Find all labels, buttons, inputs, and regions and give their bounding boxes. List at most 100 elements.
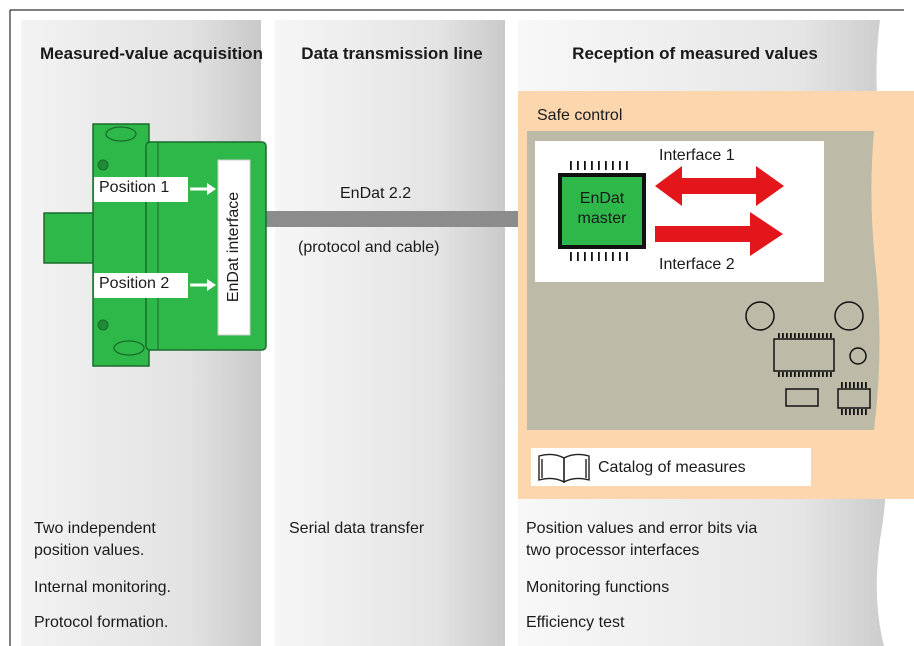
position-2-label: Position 2 — [99, 275, 170, 292]
pin — [857, 382, 859, 388]
heading-acquisition: Measured-value acquisition — [40, 44, 263, 63]
pin — [619, 161, 621, 170]
pin — [778, 372, 780, 377]
pin — [786, 372, 788, 377]
mounting-hole-top — [105, 126, 137, 142]
pin — [798, 333, 800, 338]
protocol-note: (protocol and cable) — [298, 239, 440, 256]
pin — [841, 382, 843, 388]
pin — [790, 333, 792, 338]
endat-interface-box — [217, 159, 251, 336]
pin — [853, 409, 855, 415]
encoder-shaft — [43, 212, 95, 264]
endat-master-chip — [558, 161, 646, 261]
pin — [865, 409, 867, 415]
pin — [845, 382, 847, 388]
pin — [810, 333, 812, 338]
board-ic-pins — [778, 333, 832, 377]
encoder-device — [43, 123, 267, 367]
chip-pins-bottom — [570, 252, 628, 261]
board-component-pins — [841, 382, 867, 415]
pin — [845, 409, 847, 415]
protocol-label: EnDat 2.2 — [340, 185, 412, 202]
pin — [861, 382, 863, 388]
interface-2-label: Interface 2 — [659, 256, 735, 273]
pin — [802, 372, 804, 377]
acquisition-desc-3: Protocol formation. — [34, 614, 169, 631]
pin — [810, 372, 812, 377]
pin — [591, 161, 593, 170]
interface-1-label: Interface 1 — [659, 147, 735, 164]
board-ic-chip — [773, 338, 835, 372]
position-1-label: Position 1 — [99, 179, 170, 196]
pin — [861, 409, 863, 415]
pin — [849, 382, 851, 388]
acquisition-desc-2: Internal monitoring. — [34, 579, 171, 596]
reception-desc-2: Monitoring functions — [526, 579, 670, 596]
pin — [822, 372, 824, 377]
catalog-label: Catalog of measures — [598, 459, 746, 476]
reception-desc-3: Efficiency test — [526, 614, 625, 631]
reception-desc-1: Position values and error bits via two p… — [526, 520, 758, 559]
book-icon — [538, 453, 590, 484]
pin — [626, 252, 628, 261]
pin — [605, 252, 607, 261]
pin — [830, 372, 832, 377]
pin — [612, 252, 614, 261]
position-2-arrow-icon — [207, 279, 216, 291]
pin — [577, 161, 579, 170]
interface-1-double-arrow — [655, 166, 784, 206]
board-component-rect — [837, 388, 871, 409]
pin — [830, 333, 832, 338]
board-component-circle — [745, 301, 775, 331]
pin — [570, 252, 572, 261]
pin — [822, 333, 824, 338]
column-transmission-bg — [275, 20, 505, 646]
pin — [857, 409, 859, 415]
pin — [612, 161, 614, 170]
pin — [806, 372, 808, 377]
heading-reception: Reception of measured values — [572, 44, 818, 63]
pin — [577, 252, 579, 261]
position-2-label-box — [94, 273, 188, 298]
pin — [865, 382, 867, 388]
board-component-circle — [849, 347, 867, 365]
pin — [826, 333, 828, 338]
pin — [853, 382, 855, 388]
safe-control-title: Safe control — [537, 107, 623, 124]
endat-cable — [255, 211, 533, 227]
heading-transmission: Data transmission line — [301, 44, 483, 63]
pin — [798, 372, 800, 377]
pin — [802, 333, 804, 338]
pin — [591, 252, 593, 261]
acquisition-desc-1: Two independent position values. — [34, 520, 156, 559]
board-component-circle — [834, 301, 864, 331]
pin — [790, 372, 792, 377]
pin — [584, 161, 586, 170]
endat-interface-label: EnDat interface — [225, 191, 242, 303]
pin — [818, 372, 820, 377]
chip-pins-top — [570, 161, 628, 170]
transmission-desc-1: Serial data transfer — [289, 520, 425, 537]
pin — [794, 372, 796, 377]
pin — [605, 161, 607, 170]
pin — [841, 409, 843, 415]
pin — [778, 333, 780, 338]
pin — [814, 372, 816, 377]
screw-icon — [97, 159, 109, 171]
position-1-arrow-icon — [207, 183, 216, 195]
pin — [584, 252, 586, 261]
pin — [619, 252, 621, 261]
master-chip-body — [558, 173, 646, 249]
pin — [794, 333, 796, 338]
pin — [814, 333, 816, 338]
endat-master-label: EnDat master — [577, 190, 627, 227]
pin — [849, 409, 851, 415]
interface-2-arrow — [655, 212, 783, 256]
pin — [782, 372, 784, 377]
pin — [598, 161, 600, 170]
pin — [782, 333, 784, 338]
pin — [570, 161, 572, 170]
pin — [598, 252, 600, 261]
